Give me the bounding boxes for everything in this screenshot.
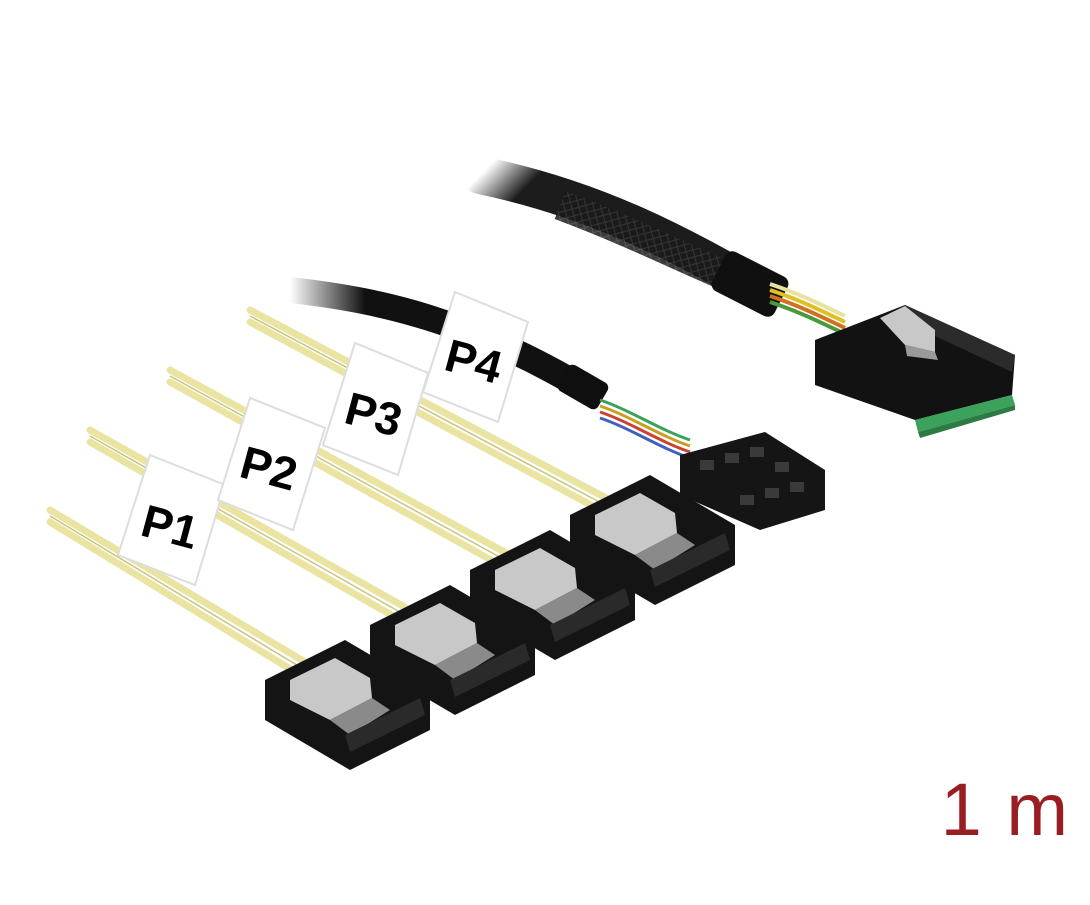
sideband-header-icon (680, 432, 825, 530)
braided-trunk-cable (461, 156, 789, 317)
cable-length-label: 1 m (940, 768, 1070, 851)
port-tag-p1: P1 (116, 453, 227, 587)
internal-wires (769, 282, 846, 336)
port-tag-p3: P3 (321, 341, 430, 477)
mini-sas-connector-icon (815, 305, 1015, 438)
port-tag-p4: P4 (421, 290, 530, 424)
sata-connector-icon (265, 475, 735, 770)
sata-connector-p3 (470, 530, 635, 660)
port-tag-p2: P2 (216, 396, 327, 532)
sata-connector-p4 (570, 475, 735, 605)
sata-wires (46, 306, 614, 679)
sideband-cable (277, 277, 691, 460)
port-tags: P1 P2 P3 P4 (116, 290, 530, 587)
